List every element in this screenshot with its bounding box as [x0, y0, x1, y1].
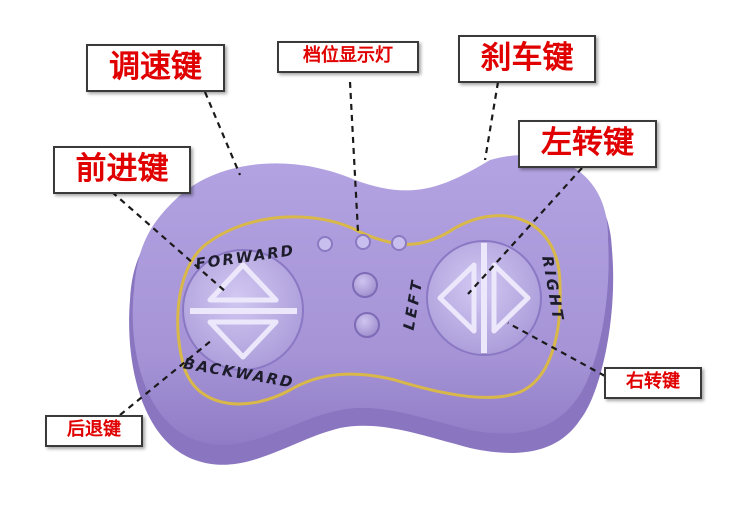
leader-right-turn — [507, 322, 606, 377]
triangle-left-icon[interactable] — [437, 262, 477, 334]
speed-button[interactable] — [352, 272, 378, 298]
gear-led-1 — [317, 236, 333, 252]
left-turn-key-label: 左转键 — [518, 120, 657, 168]
triangle-down-icon[interactable] — [207, 319, 279, 360]
right-turn-key-label: 右转键 — [604, 367, 702, 399]
brake-button[interactable] — [354, 312, 380, 338]
leader-brake — [483, 81, 500, 161]
triangle-right-icon[interactable] — [491, 262, 531, 334]
gear-indicator-label: 档位显示灯 — [277, 41, 419, 73]
forward-key-label: 前进键 — [53, 146, 191, 194]
remote-body — [132, 154, 609, 445]
brake-key-label: 刹车键 — [458, 35, 596, 83]
leader-lines — [111, 81, 606, 416]
speed-key-label: 调速键 — [86, 44, 225, 92]
leader-speed — [203, 91, 242, 176]
leader-gear — [348, 81, 360, 233]
triangle-up-icon[interactable] — [207, 262, 279, 303]
reverse-key-label: 后退键 — [45, 415, 143, 447]
gear-led-3 — [391, 235, 407, 251]
leader-forward — [111, 191, 227, 293]
remote-trim — [176, 214, 562, 406]
leader-reverse — [119, 339, 213, 416]
gear-led-2 — [355, 234, 371, 250]
